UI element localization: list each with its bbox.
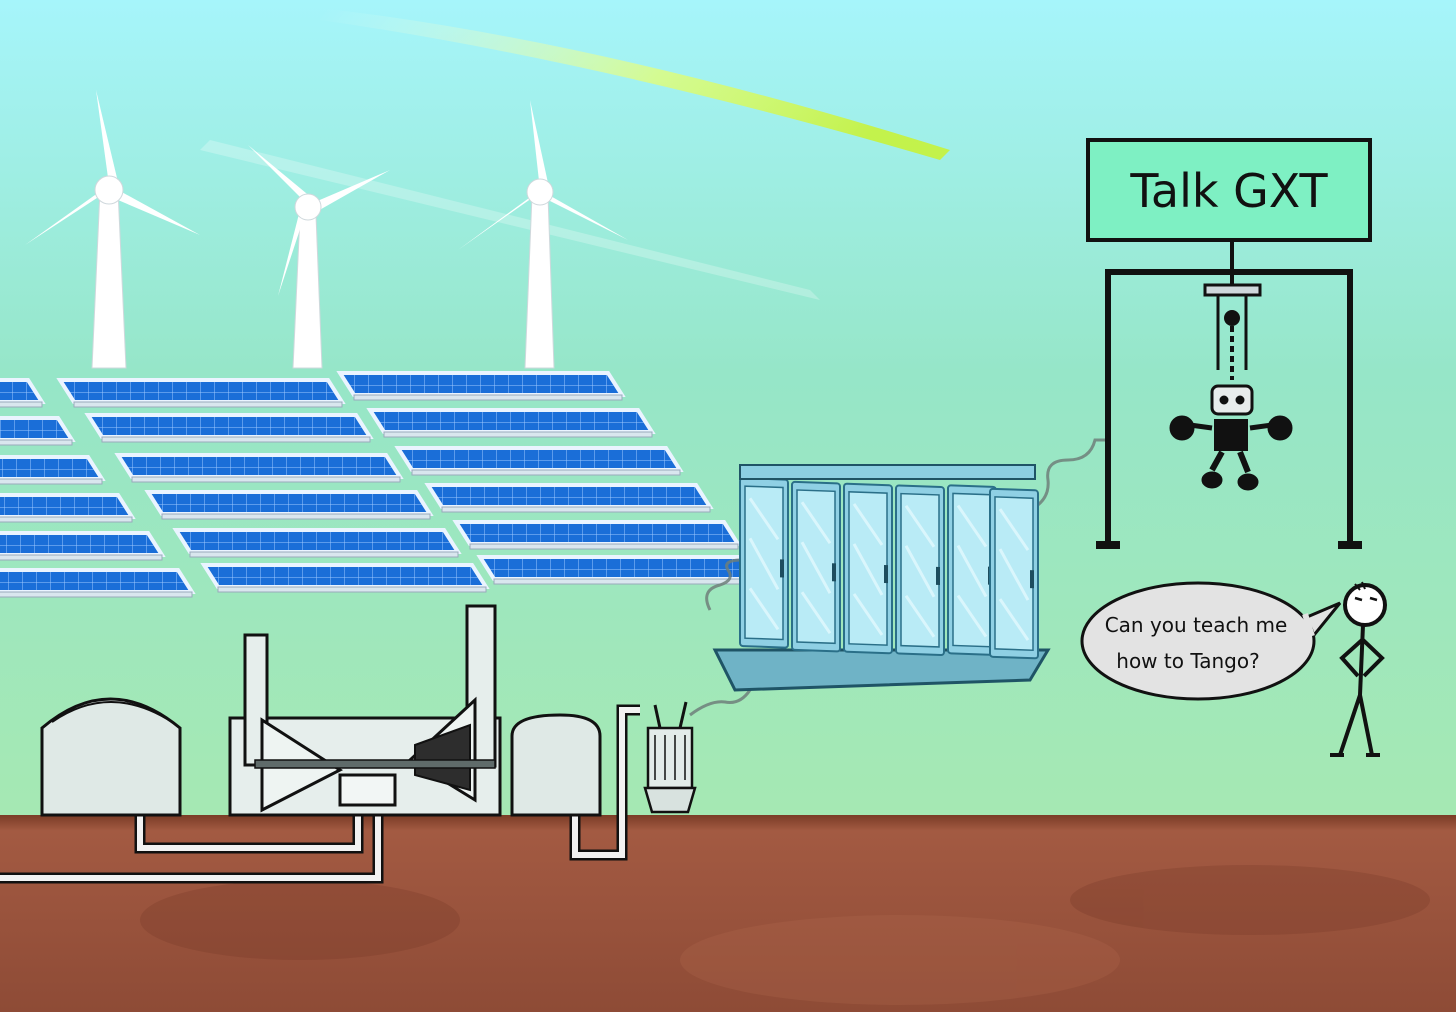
gantry-frame — [1096, 240, 1362, 549]
talk-gxt-sign: Talk GXT — [1086, 138, 1372, 242]
sign-text: Talk GXT — [1129, 164, 1328, 218]
wind-turbine-icon — [458, 100, 628, 369]
robot-icon — [1169, 384, 1293, 491]
wind-turbine-icon — [248, 145, 390, 369]
stick-figure-icon — [1330, 581, 1387, 757]
speech-line-2: how to Tango? — [1116, 649, 1259, 673]
underground-pipes — [0, 704, 640, 884]
server-rack-icon — [712, 464, 1051, 692]
sun-beam — [320, 8, 950, 160]
wind-turbine-icon — [25, 90, 200, 369]
light-ray — [200, 140, 820, 300]
transformer-icon — [643, 701, 697, 814]
ground-texture — [140, 865, 1430, 1005]
speech-line-1: Can you teach me — [1105, 613, 1288, 637]
speech-bubble: Can you teach me how to Tango? — [1080, 581, 1342, 701]
power-plant-icon — [40, 604, 602, 817]
